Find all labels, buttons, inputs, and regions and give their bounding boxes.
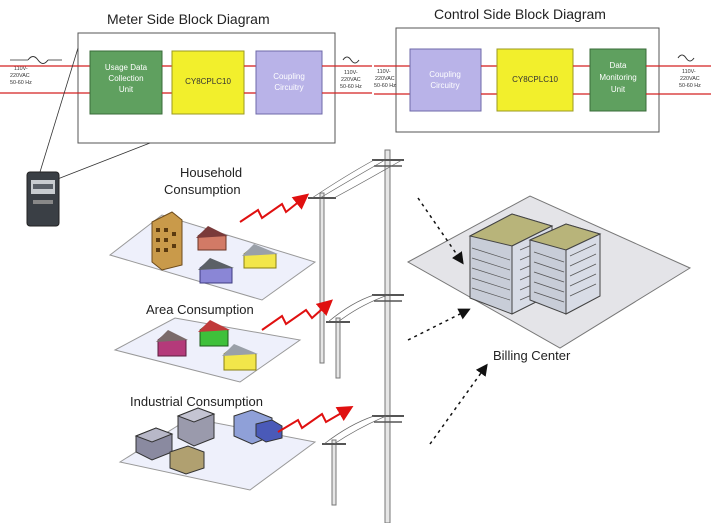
household-label-line-1: Household [180, 165, 242, 180]
control-coupling-line-2: Circuitry [430, 81, 459, 90]
control-plc-chip-block [496, 48, 574, 112]
factory-icon [176, 407, 216, 447]
control-power-in-label-2: 220VAC [375, 76, 395, 82]
meter-power-out-label-2: 220VAC [341, 77, 361, 83]
plc-chip-block [171, 50, 245, 115]
monitor-block-line-1: Data [610, 61, 627, 70]
control-coupling-block [409, 48, 482, 112]
usage-block-line-3: Unit [119, 85, 134, 94]
monitor-block-line-2: Monitoring [599, 73, 636, 82]
control-power-in-label-3: 50-60 Hz [374, 83, 396, 89]
data-flow-arrow [407, 308, 471, 341]
data-monitoring-block [589, 48, 647, 112]
house-icon [156, 330, 188, 357]
control-diagram-title: Control Side Block Diagram [434, 6, 606, 22]
house-icon [198, 320, 230, 347]
house-icon [222, 344, 258, 371]
plc-block-label: CY8CPLC10 [185, 77, 231, 86]
coupling-block-line-2: Circuitry [274, 83, 303, 92]
electric-meter-icon [26, 171, 60, 227]
control-plc-label: CY8CPLC10 [512, 75, 558, 84]
usage-block-line-2: Collection [108, 74, 143, 83]
apartment-building-icon [151, 211, 183, 271]
ac-source-icon [342, 56, 360, 64]
billing-building-icon [528, 223, 602, 315]
meter-diagram-title: Meter Side Block Diagram [107, 11, 270, 27]
area-label: Area Consumption [146, 302, 254, 317]
data-flow-arrow [417, 197, 464, 265]
ac-source-icon [677, 54, 695, 62]
meter-power-out-label-1: 110V- [344, 70, 358, 76]
ac-source-icon [27, 56, 49, 64]
factory-icon [169, 445, 205, 475]
coupling-block-line-1: Coupling [273, 72, 305, 81]
signal-arrow [239, 193, 310, 223]
monitor-block-line-3: Unit [611, 85, 626, 94]
factory-icon [134, 427, 174, 461]
billing-center-label: Billing Center [493, 348, 571, 363]
usage-data-block [89, 50, 163, 115]
meter-power-in-label-1: 110V- [14, 66, 28, 72]
control-power-out-label-1: 110V- [682, 69, 696, 75]
control-power-in-label-1: 110V- [377, 69, 391, 75]
callout-line [39, 47, 79, 173]
meter-power-out-label-3: 50-60 Hz [340, 84, 362, 90]
house-icon [242, 244, 278, 269]
signal-arrow [261, 299, 333, 331]
usage-block-line-1: Usage Data [105, 63, 148, 72]
signal-arrow [277, 405, 354, 433]
house-icon [198, 258, 234, 284]
control-coupling-line-1: Coupling [429, 70, 461, 79]
coupling-block [255, 50, 323, 115]
callout-line [54, 142, 151, 181]
household-label-line-2: Consumption [164, 182, 241, 197]
household-ground [108, 214, 317, 301]
utility-pole-icon [326, 294, 404, 379]
house-icon [196, 226, 228, 251]
factory-icon [233, 409, 283, 445]
control-power-out-label-2: 220VAC [680, 76, 700, 82]
utility-pole-icon [322, 415, 404, 506]
data-flow-arrow [429, 363, 488, 445]
control-power-out-label-3: 50-60 Hz [679, 83, 701, 89]
industrial-label: Industrial Consumption [130, 394, 263, 409]
utility-pole-icon [308, 149, 404, 524]
meter-power-in-label-2: 220VAC [10, 73, 30, 79]
meter-power-in-label-3: 50-60 Hz [10, 80, 32, 86]
